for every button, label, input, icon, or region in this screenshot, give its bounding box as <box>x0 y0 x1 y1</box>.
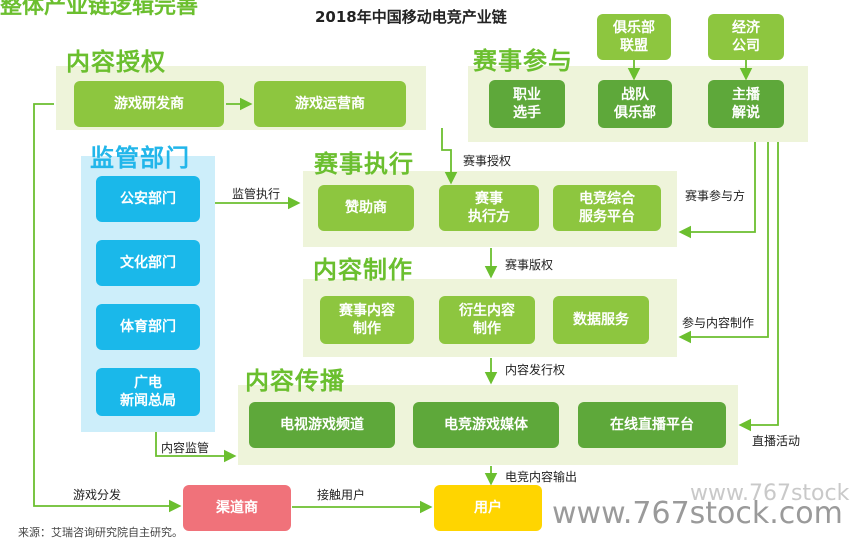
label-participate-content: 参与内容制作 <box>682 316 755 330</box>
pro-player-box: 职业 选手 <box>489 80 565 128</box>
section-title-content-auth: 内容授权 <box>66 48 166 76</box>
connector-participant <box>678 142 756 239</box>
label-contact-user: 接触用户 <box>317 488 366 502</box>
watermark-large: www.767stock.com <box>552 496 843 531</box>
derivative-content-box: 衍生内容 制作 <box>439 296 535 344</box>
public-security-box: 公安部门 <box>96 176 200 222</box>
label-event-participant: 赛事参与方 <box>685 189 746 203</box>
esports-platform-box: 电竞综合 服务平台 <box>553 185 661 231</box>
top-cut-heading: 整体产业链逻辑完善 <box>0 0 199 19</box>
sponsor-box: 赞助商 <box>318 185 414 231</box>
watermark-small: www.767stock <box>690 481 850 506</box>
source-note: 来源：艾瑞咨询研究院自主研究。 <box>18 526 183 539</box>
section-title-event-execution: 赛事执行 <box>314 150 414 178</box>
event-content-box: 赛事内容 制作 <box>320 296 414 344</box>
connector-live-activity <box>738 142 779 432</box>
tv-channel-box: 电视游戏频道 <box>249 402 395 448</box>
culture-dept-box: 文化部门 <box>96 240 200 286</box>
connector-auth-to-executor <box>441 128 458 185</box>
connector-content-supervision <box>155 432 237 463</box>
connector-game-distribution <box>33 103 182 513</box>
section-title-event-participation: 赛事参与 <box>473 47 573 75</box>
label-content-publish: 内容发行权 <box>505 363 566 377</box>
label-content-supervision: 内容监管 <box>161 441 210 455</box>
brokerage-box: 经济 公司 <box>708 14 784 60</box>
live-platform-box: 在线直播平台 <box>578 402 726 448</box>
host-commentary-box: 主播 解说 <box>708 80 784 128</box>
section-title-content-distribution: 内容传播 <box>245 367 345 395</box>
diagram-title: 2018年中国移动电竞产业链 <box>315 8 507 26</box>
label-event-authorization: 赛事授权 <box>463 154 512 168</box>
connector-participate-content <box>678 142 769 344</box>
label-game-distribution: 游戏分发 <box>73 488 122 502</box>
sports-dept-box: 体育部门 <box>96 304 200 350</box>
label-supervision: 监管执行 <box>232 187 281 201</box>
esports-media-box: 电竞游戏媒体 <box>413 402 559 448</box>
team-club-box: 战队 俱乐部 <box>598 80 672 128</box>
section-title-content-production: 内容制作 <box>313 256 413 284</box>
section-title-regulation: 监管部门 <box>90 144 190 172</box>
channel-dealer-box: 渠道商 <box>183 485 291 531</box>
label-live-activity: 直播活动 <box>752 434 801 448</box>
sarft-box: 广电 新闻总局 <box>96 368 200 416</box>
label-esports-output: 电竞内容输出 <box>505 470 578 484</box>
data-service-box: 数据服务 <box>553 296 649 344</box>
event-executor-box: 赛事 执行方 <box>439 185 539 231</box>
game-developer-box: 游戏研发商 <box>74 81 224 127</box>
club-alliance-box: 俱乐部 联盟 <box>597 14 671 60</box>
game-operator-box: 游戏运营商 <box>254 81 406 127</box>
user-box: 用户 <box>434 485 542 531</box>
label-event-copyright: 赛事版权 <box>505 258 554 272</box>
